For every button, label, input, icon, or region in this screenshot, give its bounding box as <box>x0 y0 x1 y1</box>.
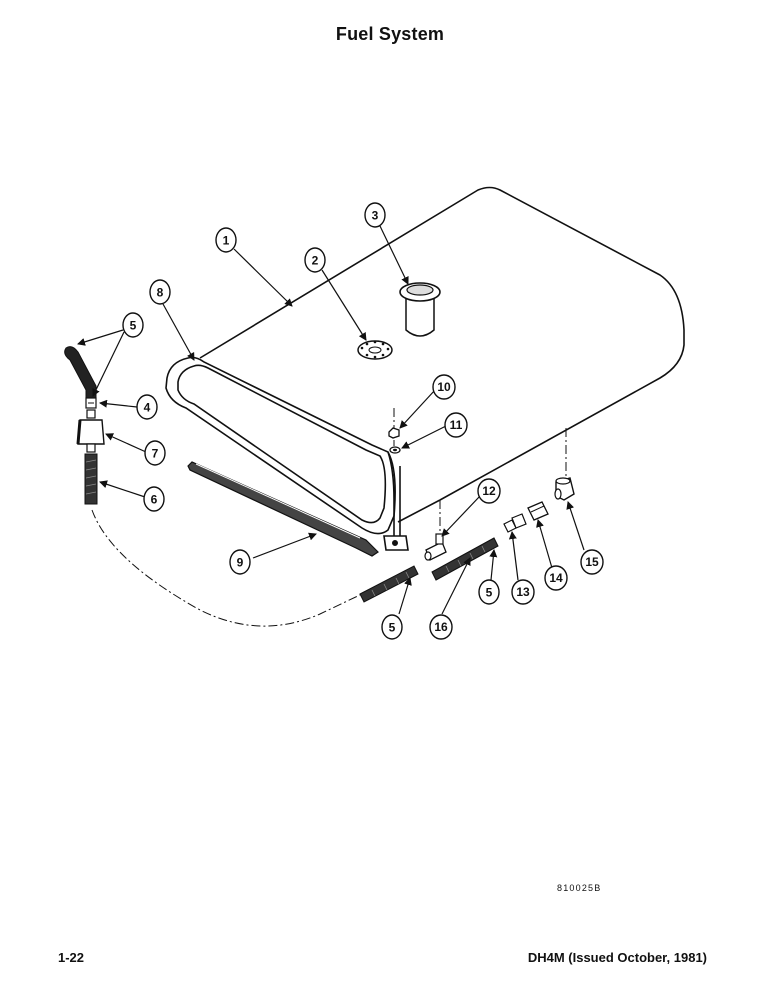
figure-number: 810025B <box>557 883 602 893</box>
svg-text:12: 12 <box>482 484 496 498</box>
callout-10: 10 <box>432 374 456 400</box>
callout-bubbles: 1 2 3 4 5 5 5 6 <box>122 202 604 640</box>
sender-flange <box>357 340 393 360</box>
svg-text:7: 7 <box>152 447 159 461</box>
elbow-fitting <box>554 477 575 501</box>
svg-text:1: 1 <box>223 234 230 248</box>
callout-12: 12 <box>477 478 501 504</box>
tank-mounting-bar <box>187 461 379 557</box>
svg-text:3: 3 <box>372 209 379 223</box>
callout-1: 1 <box>215 227 237 253</box>
lower-fuel-hose <box>84 453 98 505</box>
callout-11: 11 <box>444 412 468 438</box>
svg-text:14: 14 <box>549 571 563 585</box>
fuel-tank <box>199 186 685 523</box>
callout-14: 14 <box>544 565 568 591</box>
hose-fitting <box>85 397 97 409</box>
hose-barb-fitting <box>503 513 527 533</box>
tank-end-strap <box>165 356 409 551</box>
callout-2: 2 <box>304 247 326 273</box>
callout-5-upper: 5 <box>122 312 144 338</box>
upper-fuel-hose <box>64 346 97 399</box>
svg-text:8: 8 <box>157 286 164 300</box>
nut-and-washer <box>388 427 401 454</box>
svg-text:15: 15 <box>585 555 599 569</box>
svg-text:2: 2 <box>312 254 319 268</box>
callout-7: 7 <box>144 440 166 466</box>
callout-15: 15 <box>580 549 604 575</box>
callout-6: 6 <box>143 486 165 512</box>
svg-text:16: 16 <box>434 620 448 634</box>
fuel-filter <box>76 409 105 453</box>
svg-text:11: 11 <box>450 418 463 432</box>
svg-text:9: 9 <box>237 556 244 570</box>
svg-text:5: 5 <box>130 319 137 333</box>
callout-13: 13 <box>511 579 535 605</box>
callout-leaders <box>77 225 585 615</box>
callout-5-right: 5 <box>478 579 500 605</box>
assembly-centerlines <box>91 408 567 627</box>
svg-text:13: 13 <box>516 585 530 599</box>
filler-cap-assembly <box>399 282 441 337</box>
callout-5-lower: 5 <box>381 614 403 640</box>
callout-3: 3 <box>364 202 386 228</box>
document-reference: DH4M (Issued October, 1981) <box>527 950 707 965</box>
callout-16: 16 <box>429 614 453 640</box>
bushing <box>527 501 549 521</box>
svg-text:4: 4 <box>144 401 151 415</box>
svg-text:10: 10 <box>437 380 451 394</box>
page-number: 1-22 <box>58 950 85 965</box>
tank-outlet-hose <box>359 565 419 603</box>
page-title: Fuel System <box>335 24 445 44</box>
callout-9: 9 <box>229 549 251 575</box>
callout-4: 4 <box>136 394 158 420</box>
svg-text:5: 5 <box>389 621 396 635</box>
svg-text:6: 6 <box>151 493 158 507</box>
svg-text:5: 5 <box>486 586 493 600</box>
callout-8: 8 <box>149 279 171 305</box>
shutoff-valve <box>424 533 447 561</box>
